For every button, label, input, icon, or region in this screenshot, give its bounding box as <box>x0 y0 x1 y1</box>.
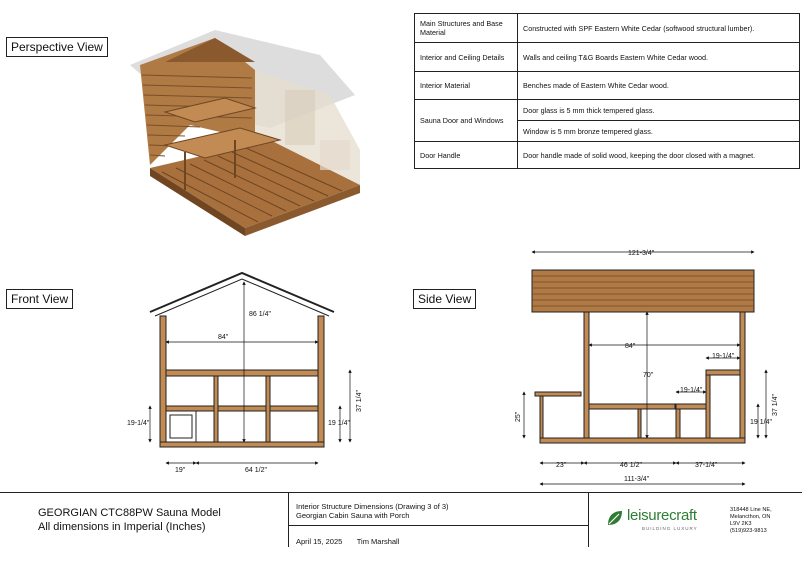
spec-key: Interior Material <box>414 71 518 100</box>
side-mid-bench-dim: 19-1/4" <box>680 387 703 394</box>
model-block: GEORGIAN CTC88PW Sauna Model All dimensi… <box>38 507 221 561</box>
drawing-author: Tim Marshall <box>356 537 400 546</box>
address-line: Melancthon, ON <box>730 514 771 520</box>
drawing-sheet: Perspective View Front View Side View Ma… <box>0 13 802 547</box>
side-height-dim: 70" <box>643 372 654 379</box>
side-total-dim: 111-3/4" <box>624 476 650 483</box>
side-mid-span-dim: 46 1/2" <box>620 462 642 469</box>
side-right-height-dim: 37 1/4" <box>772 394 779 416</box>
front-view-dimensions <box>148 281 352 465</box>
front-view-label: Front View <box>6 289 74 309</box>
units-note: All dimensions in Imperial (Inches) <box>38 521 206 533</box>
spec-value: Walls and ceiling T&G Boards Eastern Whi… <box>517 42 800 72</box>
side-porch-height-dim: 25" <box>515 411 522 422</box>
brand-logo: leisurecraft BUILDING LUXURY <box>606 507 716 561</box>
drawing-date: April 15, 2025 <box>296 537 343 546</box>
spec-value: Constructed with SPF Eastern White Cedar… <box>517 13 800 43</box>
logo-tagline: BUILDING LUXURY <box>642 526 698 531</box>
front-view-drawing <box>149 271 335 448</box>
spec-key: Sauna Door and Windows <box>414 99 518 142</box>
logo-text: leisurecraft <box>627 507 697 524</box>
drawing-subtitle: Georgian Cabin Sauna with Porch <box>296 511 410 520</box>
front-bottom-dim: 64 1/2" <box>245 467 267 474</box>
table-row: Interior Material Benches made of Easter… <box>414 71 800 100</box>
spec-value: Door handle made of solid wood, keeping … <box>517 141 800 169</box>
phone-number: (519)923-9813 <box>730 528 767 534</box>
spec-value: Benches made of Eastern White Cedar wood… <box>517 71 800 100</box>
table-row: Sauna Door and Windows Door glass is 5 m… <box>414 99 800 142</box>
side-upper-bench-dim: 19-1/4" <box>712 353 735 360</box>
date-author-row: April 15, 2025 Tim Marshall <box>296 531 399 585</box>
front-step-dim: 19" <box>175 467 186 474</box>
front-bench-right-dim: 19 1/4" <box>328 420 350 427</box>
title-block: GEORGIAN CTC88PW Sauna Model All dimensi… <box>0 492 802 547</box>
side-porch-depth-dim: 23" <box>556 462 567 469</box>
address-line: 318448 Line NE, <box>730 507 772 513</box>
model-name: GEORGIAN CTC88PW Sauna Model <box>38 507 221 519</box>
side-right-span-dim: 37-1/4" <box>695 462 718 469</box>
table-row: Main Structures and Base Material Constr… <box>414 13 800 43</box>
perspective-illustration <box>130 30 360 236</box>
drawing-info: Interior Structure Dimensions (Drawing 3… <box>296 502 449 556</box>
side-roof-dim: 121-3/4" <box>628 250 655 257</box>
spec-key: Door Handle <box>414 141 518 169</box>
side-view-dimensions <box>522 250 768 486</box>
side-width-dim: 84" <box>625 343 636 350</box>
perspective-view-label: Perspective View <box>6 37 108 57</box>
front-height-dim: 86 1/4" <box>249 311 271 318</box>
address-block: 318448 Line NE, Melancthon, ON L9V 2K3 (… <box>730 507 772 561</box>
front-bench-left-dim: 19-1/4" <box>127 420 150 427</box>
drawings-canvas: 86 1/4" 84" 19-1/4" 19 1/4" 37 1/4" 19" … <box>127 30 779 486</box>
material-spec-table: Main Structures and Base Material Constr… <box>414 13 800 169</box>
table-row: Door Handle Door handle made of solid wo… <box>414 141 800 169</box>
side-view-drawing <box>531 269 755 444</box>
front-width-dim: 84" <box>218 334 229 341</box>
address-line: L9V 2K3 <box>730 521 752 527</box>
leaf-icon <box>608 511 622 525</box>
side-view-label: Side View <box>413 289 477 309</box>
front-wall-height-dim: 37 1/4" <box>356 390 363 412</box>
drawing-title: Interior Structure Dimensions (Drawing 3… <box>296 502 449 511</box>
side-right-bench-dim: 19 1/4" <box>750 419 772 426</box>
